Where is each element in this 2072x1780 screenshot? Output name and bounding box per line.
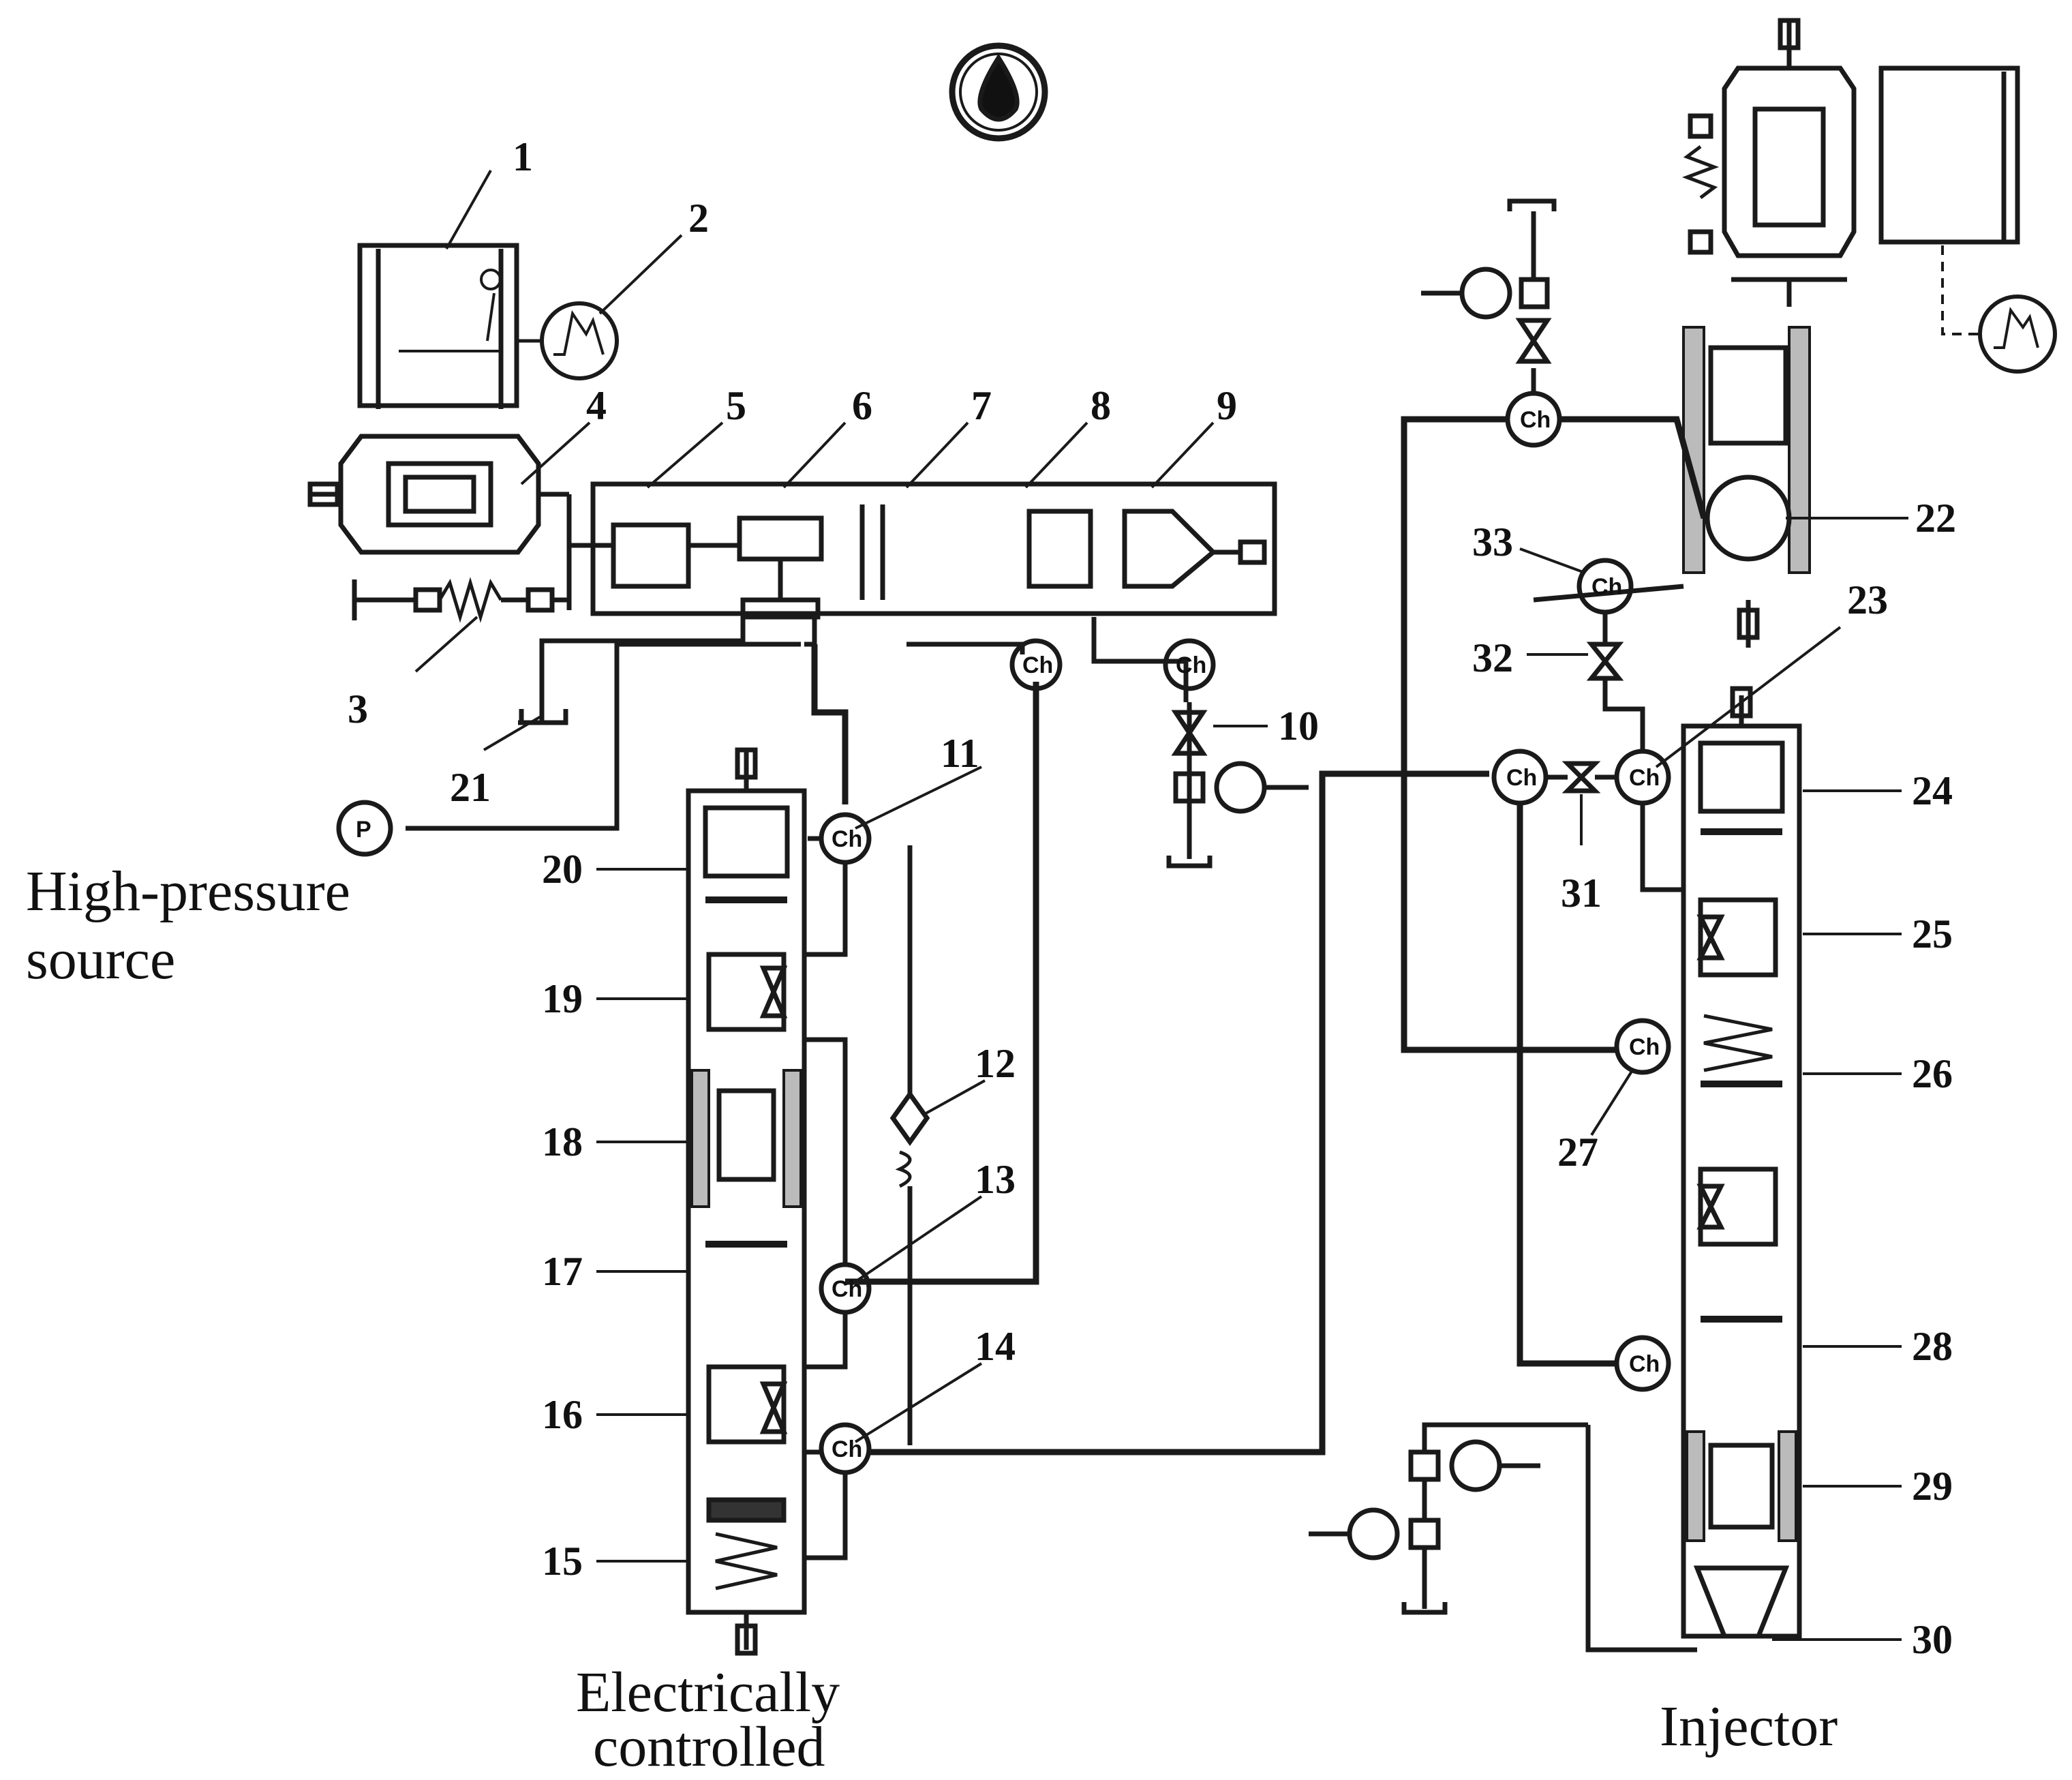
chamber-label: Ch xyxy=(832,1436,862,1462)
electrical-control-box xyxy=(357,243,519,409)
label-31: 31 xyxy=(1561,871,1602,916)
label-26: 26 xyxy=(1912,1051,1953,1096)
leader-lines xyxy=(414,170,1908,1641)
caption-controlled: controlled xyxy=(593,1715,825,1779)
label-25: 25 xyxy=(1912,911,1953,956)
label-32: 32 xyxy=(1472,635,1513,680)
label-6: 6 xyxy=(852,383,872,428)
part-numbers: 1 2 3 4 5 6 7 8 9 10 11 12 13 14 15 16 1… xyxy=(348,134,1956,1662)
caption-source: source xyxy=(26,928,175,991)
label-20: 20 xyxy=(542,847,583,892)
chamber-node xyxy=(1491,391,1671,1392)
oil-drop-icon xyxy=(949,42,1048,142)
orifice-10 xyxy=(1166,710,1309,869)
pressure-gauge-icon xyxy=(1309,1422,1697,1653)
label-12: 12 xyxy=(975,1041,1016,1086)
label-21: 21 xyxy=(450,765,491,810)
label-22: 22 xyxy=(1915,496,1956,541)
electrically-controlled-valve xyxy=(686,747,807,1656)
label-18: 18 xyxy=(542,1119,583,1164)
chamber-label: Ch xyxy=(1591,574,1622,600)
label-16: 16 xyxy=(542,1392,583,1437)
chamber-label: Ch xyxy=(1176,652,1206,678)
chamber-label: Ch xyxy=(1629,1034,1660,1060)
label-15: 15 xyxy=(542,1539,583,1584)
pressure-gauge-icon xyxy=(1421,198,1557,364)
chamber-label: Ch xyxy=(832,1276,862,1302)
chamber-label: Ch xyxy=(1629,765,1660,791)
label-4: 4 xyxy=(586,383,607,428)
chamber-node xyxy=(1009,638,1216,691)
check-valve-12 xyxy=(889,845,930,1445)
chamber-labels: Ch Ch Ch Ch Ch Ch Ch Ch Ch Ch Ch P xyxy=(356,407,1660,1462)
label-2: 2 xyxy=(688,196,709,241)
chamber-label: Ch xyxy=(1629,1351,1660,1377)
label-10: 10 xyxy=(1278,704,1319,749)
chamber-label: Ch xyxy=(832,826,862,852)
chamber-label: Ch xyxy=(1506,765,1537,791)
label-5: 5 xyxy=(726,383,746,428)
pressure-source-icon xyxy=(336,800,393,857)
label-3: 3 xyxy=(348,687,368,731)
label-8: 8 xyxy=(1091,383,1111,428)
label-27: 27 xyxy=(1557,1130,1598,1175)
chamber-label: Ch xyxy=(1022,652,1053,678)
label-13: 13 xyxy=(975,1157,1016,1202)
caption-high-pressure: High-pressure xyxy=(26,860,350,923)
label-30: 30 xyxy=(1912,1617,1953,1662)
electromagnet-assembly xyxy=(307,434,572,610)
label-9: 9 xyxy=(1217,383,1237,428)
orifice xyxy=(1561,642,1624,794)
label-33: 33 xyxy=(1472,519,1513,564)
label-14: 14 xyxy=(975,1324,1016,1369)
injector-actuator xyxy=(1681,18,2020,307)
injector-column xyxy=(1681,686,1802,1639)
label-17: 17 xyxy=(542,1249,583,1294)
label-11: 11 xyxy=(941,731,979,776)
label-7: 7 xyxy=(971,383,992,428)
captions: High-pressure source Electrically contro… xyxy=(26,860,1838,1779)
signal-waveform-icon xyxy=(1941,245,2057,374)
label-23: 23 xyxy=(1847,577,1888,622)
pressure-label: P xyxy=(356,817,371,843)
label-19: 19 xyxy=(542,976,583,1021)
spool-valve-body xyxy=(569,481,1277,620)
return-spring xyxy=(352,577,569,623)
pipe-network-right xyxy=(1401,368,1707,1367)
label-29: 29 xyxy=(1912,1464,1953,1509)
caption-injector: Injector xyxy=(1660,1695,1838,1758)
label-24: 24 xyxy=(1912,768,1953,813)
mass-housing-22 xyxy=(1682,326,1811,648)
label-1: 1 xyxy=(513,134,533,179)
label-28: 28 xyxy=(1912,1324,1953,1369)
chamber-label: Ch xyxy=(1520,407,1551,433)
caption-electrically: Electrically xyxy=(576,1661,840,1724)
tank-21 xyxy=(519,709,568,725)
signal-waveform-icon xyxy=(517,301,619,380)
